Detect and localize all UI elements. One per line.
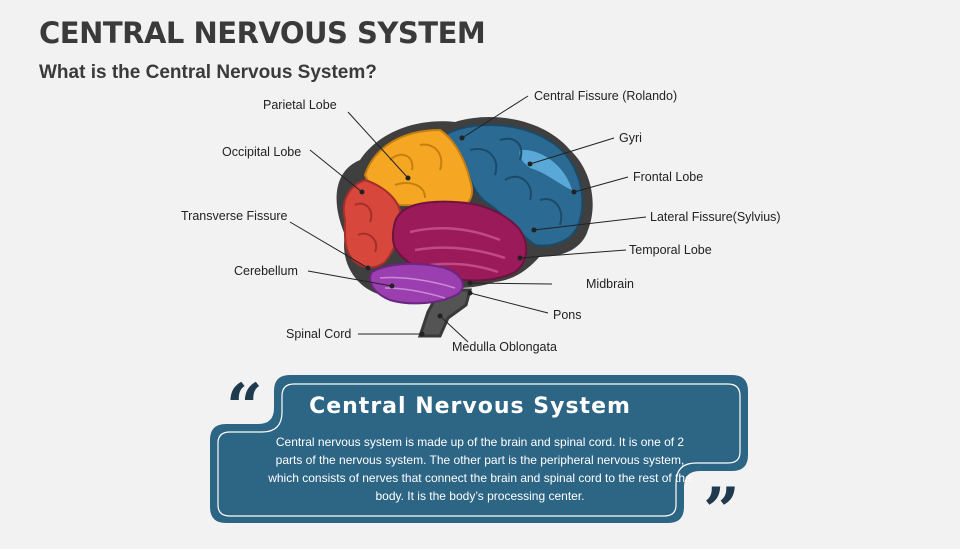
label-transverse-fissure: Transverse Fissure — [181, 209, 288, 223]
label-cerebellum: Cerebellum — [234, 264, 298, 278]
label-pons: Pons — [553, 308, 582, 322]
info-box-body: Central nervous system is made up of the… — [268, 435, 692, 503]
label-medulla-oblongata: Medulla Oblongata — [452, 340, 557, 354]
label-temporal-lobe: Temporal Lobe — [629, 243, 712, 257]
label-spinal-cord: Spinal Cord — [286, 327, 352, 341]
label-frontal-lobe: Frontal Lobe — [633, 170, 704, 184]
temporal-lobe — [391, 200, 528, 282]
open-quote-icon: “ — [226, 370, 263, 445]
frontal-highlight — [519, 149, 572, 190]
leader-dots — [359, 135, 577, 337]
label-midbrain: Midbrain — [586, 277, 634, 291]
cerebellum — [369, 262, 464, 305]
info-box-border — [217, 383, 741, 517]
leader-lines — [289, 95, 647, 343]
page-subtitle: What is the Central Nervous System? — [39, 62, 377, 83]
close-quote-icon: ” — [703, 474, 740, 549]
label-gyri: Gyri — [619, 131, 642, 145]
label-parietal-lobe: Parietal Lobe — [263, 98, 337, 112]
info-box-shape — [210, 375, 748, 523]
page-title: CENTRAL NERVOUS SYSTEM — [39, 16, 486, 50]
parietal-lobe — [363, 128, 473, 208]
label-lateral-fissure: Lateral Fissure(Sylvius) — [650, 210, 781, 224]
label-central-fissure: Central Fissure (Rolando) — [534, 89, 678, 103]
label-occipital-lobe: Occipital Lobe — [222, 145, 302, 159]
info-box-heading: Central Nervous System — [309, 394, 631, 419]
